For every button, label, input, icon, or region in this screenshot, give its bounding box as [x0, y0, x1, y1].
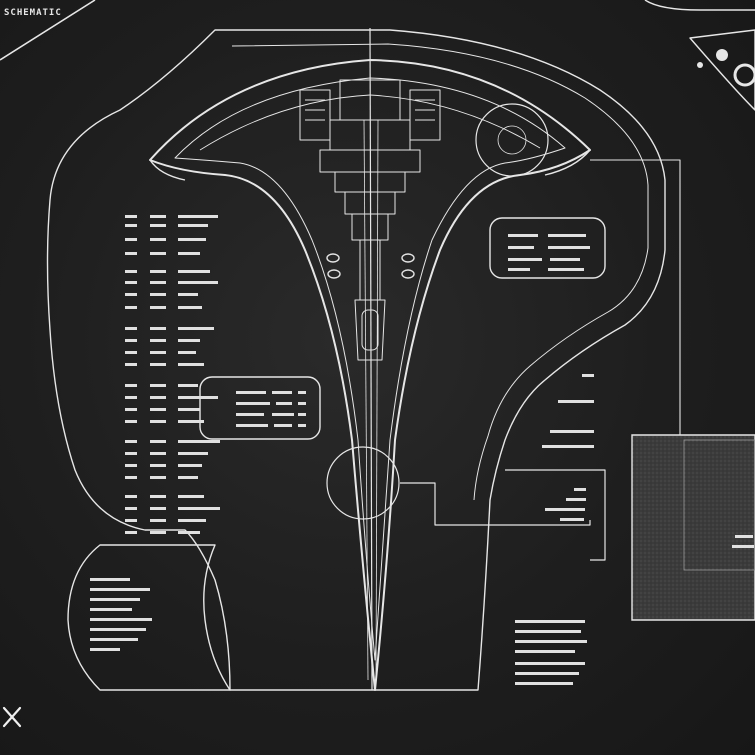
- wing-sensor-core: [497, 125, 527, 155]
- side-panel-frame: [505, 469, 606, 561]
- right-side-labels: [542, 374, 594, 521]
- ship-wing-edge-right: [544, 149, 591, 176]
- inner-hull-outline: [231, 43, 649, 501]
- engine-block: [299, 79, 441, 361]
- pod-left-1: [326, 253, 340, 263]
- fuselage-ring: [326, 446, 400, 520]
- wing-sensor-ring: [475, 103, 549, 177]
- pod-right-2: [401, 269, 415, 279]
- ship-wing-outer: [149, 59, 591, 691]
- corner-label: SCHEMATIC: [4, 8, 62, 18]
- ship-wing-rib-right: [369, 94, 541, 149]
- right-panel-glyphs: [732, 535, 754, 548]
- stencil-glyph-blocks: [90, 215, 754, 685]
- ship-wing-rib-left: [199, 94, 371, 151]
- side-connector: [590, 159, 681, 435]
- corner-frame-right-upper: [689, 29, 755, 111]
- left-spec-column: [125, 215, 220, 534]
- corner-frame-top-right: [644, 0, 755, 11]
- center-spine: [369, 27, 373, 691]
- pod-left-2: [327, 269, 341, 279]
- lower-right-glyphs: [515, 620, 587, 685]
- upper-right-box-glyphs: [508, 234, 590, 271]
- stepped-deck-line: [400, 482, 591, 526]
- pod-right-1: [401, 253, 415, 263]
- lower-left-panel: [67, 544, 231, 691]
- top-right-ornaments: [697, 49, 755, 87]
- label-box-upper-right: [489, 217, 606, 279]
- outer-hull-outline: [46, 29, 666, 691]
- close-icon: [2, 706, 22, 728]
- corner-frame-top-left: [0, 0, 96, 61]
- right-texture-panel: [631, 434, 755, 621]
- ship-wing-edge-left: [149, 159, 186, 181]
- mid-left-box-glyphs: [236, 391, 306, 427]
- close-button[interactable]: [0, 700, 26, 734]
- spine-right: [375, 119, 379, 681]
- lower-left-panel-glyphs: [90, 578, 152, 651]
- label-box-mid-left: [199, 376, 321, 440]
- spine-left: [363, 119, 369, 681]
- ship-wing-inner: [174, 77, 566, 661]
